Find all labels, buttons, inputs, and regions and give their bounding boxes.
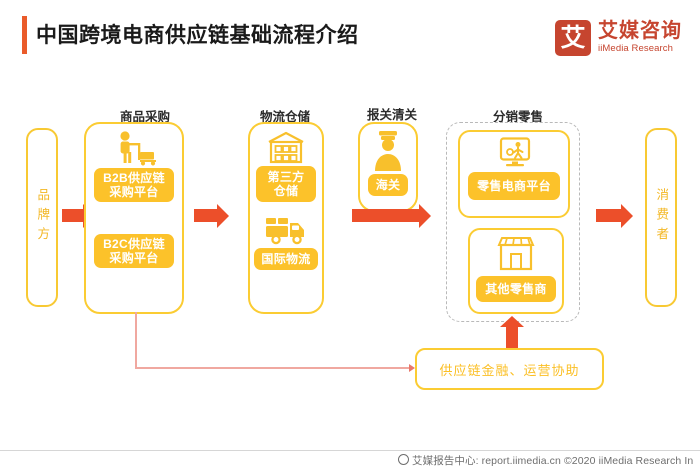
brand-logo: 艾 艾媒咨询 iiMedia Research	[555, 18, 682, 58]
monitor-shopper-icon	[498, 137, 532, 167]
logo-mark-icon: 艾	[555, 20, 591, 56]
pill-international-logistics[interactable]: 国际物流	[254, 248, 318, 270]
truck-icon	[264, 212, 308, 246]
title-accent-bar	[22, 16, 27, 54]
caption-customs: 报关清关	[366, 108, 417, 122]
group-procurement: B2B供应链 采购平台 B2C供应链 采购平台	[84, 122, 184, 314]
flow-diagram: 商品采购 物流仓储 报关清关 分销零售 品牌方	[0, 78, 700, 438]
arrow-retail-to-consumer	[596, 203, 633, 228]
footer-badge-icon	[398, 454, 409, 465]
caption-retail: 分销零售	[492, 110, 543, 124]
page-header: 中国跨境电商供应链基础流程介绍 艾 艾媒咨询 iiMedia Research	[0, 0, 700, 78]
caption-logistics: 物流仓储	[259, 110, 310, 124]
porter-trolley-icon	[108, 130, 160, 166]
arrow-customs-to-retail	[352, 203, 431, 228]
brand-label: 品牌方	[35, 188, 50, 247]
footer-credit-text: 艾媒报告中心: report.iimedia.cn ©2020 iiMedia …	[412, 455, 694, 467]
pill-warehouse-line1: 第三方	[267, 169, 305, 184]
brand-box: 品牌方	[26, 128, 58, 307]
pill-third-party-warehouse[interactable]: 第三方 仓储	[256, 166, 316, 202]
caption-procurement: 商品采购	[119, 110, 170, 124]
feedback-connector-vertical	[135, 312, 137, 368]
pill-retail-ecommerce[interactable]: 零售电商平台	[468, 172, 560, 200]
pill-b2b-line2: 采购平台	[109, 185, 159, 199]
consumer-box: 消费者	[645, 128, 677, 307]
arrow-procurement-to-logistics	[194, 203, 229, 228]
footer-divider	[0, 450, 700, 451]
arrow-brand-to-procurement	[62, 203, 95, 228]
consumer-label: 消费者	[654, 188, 669, 247]
group-logistics: 第三方 仓储 国际物流	[248, 122, 324, 314]
feedback-connector-arrowhead	[409, 364, 415, 372]
pill-b2c-line1: B2C供应链	[103, 236, 165, 251]
pill-customs[interactable]: 海关	[368, 174, 408, 196]
card-retail-ecommerce: 零售电商平台	[458, 130, 570, 218]
footer-credit: 艾媒报告中心: report.iimedia.cn ©2020 iiMedia …	[398, 453, 693, 468]
card-other-retailers: 其他零售商	[468, 228, 564, 314]
logo-name-cn: 艾媒咨询	[598, 20, 682, 43]
feedback-connector-horizontal	[135, 367, 413, 369]
storefront-icon	[494, 234, 538, 272]
pill-b2c-procurement[interactable]: B2C供应链 采购平台	[94, 234, 174, 268]
pill-warehouse-line2: 仓储	[273, 184, 299, 198]
arrow-finance-to-retail	[500, 316, 524, 348]
pill-b2b-procurement[interactable]: B2B供应链 采购平台	[94, 168, 174, 202]
pill-b2b-line1: B2B供应链	[103, 170, 165, 185]
logo-wordmark: 艾媒咨询 iiMedia Research	[598, 20, 682, 55]
logo-name-en: iiMedia Research	[598, 43, 673, 55]
customs-officer-icon	[371, 129, 405, 173]
warehouse-icon	[266, 130, 306, 164]
finance-support-box[interactable]: 供应链金融、运营协助	[415, 348, 604, 390]
page-title: 中国跨境电商供应链基础流程介绍	[36, 24, 359, 47]
group-customs: 海关	[358, 122, 418, 212]
pill-b2c-line2: 采购平台	[109, 251, 159, 265]
pill-other-retailers[interactable]: 其他零售商	[476, 276, 556, 302]
